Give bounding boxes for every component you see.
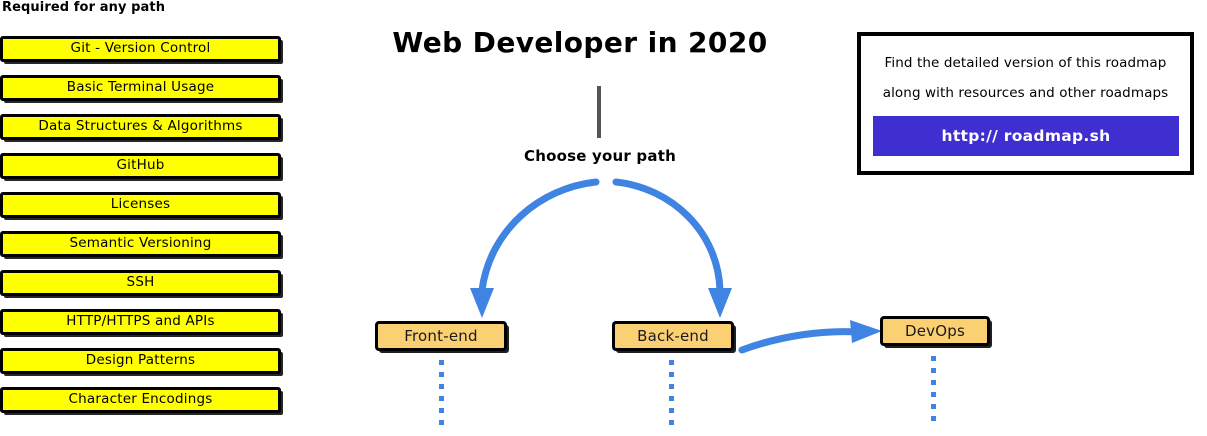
required-topic-label: Basic Terminal Usage	[66, 79, 215, 96]
required-topic-item[interactable]: SSH	[0, 270, 281, 296]
branch-arrows-icon	[470, 178, 732, 318]
required-topic-item[interactable]: Character Encodings	[0, 387, 281, 413]
required-topic-label: HTTP/HTTPS and APIs	[66, 313, 215, 330]
info-panel-line-1: Find the detailed version of this roadma…	[884, 55, 1167, 71]
page-title: Web Developer in 2020	[392, 26, 768, 59]
info-panel: Find the detailed version of this roadma…	[857, 32, 1194, 175]
curved-arrow-right-icon	[738, 320, 882, 354]
required-topics-list: Git - Version Control Basic Terminal Usa…	[0, 36, 292, 426]
required-topic-item[interactable]: Licenses	[0, 192, 281, 218]
path-node-label: Back-end	[637, 327, 709, 345]
roadmap-url-button[interactable]: http:// roadmap.sh	[873, 116, 1179, 156]
info-panel-line-2: along with resources and other roadmaps	[882, 85, 1169, 101]
required-topic-item[interactable]: Design Patterns	[0, 348, 281, 374]
roadmap-url-label: http:// roadmap.sh	[941, 127, 1111, 145]
path-node-devops[interactable]: DevOps	[880, 316, 990, 346]
required-topic-label: Git - Version Control	[70, 40, 211, 57]
path-node-back-end[interactable]: Back-end	[612, 321, 734, 351]
path-node-front-end[interactable]: Front-end	[375, 321, 507, 351]
required-topic-label: Data Structures & Algorithms	[38, 118, 243, 135]
path-node-label: DevOps	[905, 322, 965, 340]
dotted-line-down-icon	[669, 360, 674, 436]
required-topic-label: Licenses	[110, 196, 171, 213]
required-topic-item[interactable]: Semantic Versioning	[0, 231, 281, 257]
required-topics-sidebar: Required for any path Git - Version Cont…	[0, 0, 300, 436]
required-topic-label: GitHub	[116, 157, 165, 174]
dotted-line-down-icon	[931, 356, 936, 436]
roadmap-center-column: Web Developer in 2020 Choose your path	[300, 0, 860, 436]
required-topic-item[interactable]: Basic Terminal Usage	[0, 75, 281, 101]
required-topic-label: Character Encodings	[68, 391, 213, 408]
dotted-line-down-icon	[439, 360, 444, 436]
vertical-line-connector-icon	[597, 86, 601, 138]
required-topic-item[interactable]: GitHub	[0, 153, 281, 179]
path-node-label: Front-end	[404, 327, 478, 345]
required-topic-item[interactable]: Git - Version Control	[0, 36, 281, 62]
required-topic-item[interactable]: HTTP/HTTPS and APIs	[0, 309, 281, 335]
required-topic-label: SSH	[126, 274, 155, 291]
choose-your-path-label: Choose your path	[524, 147, 676, 165]
required-topic-label: Semantic Versioning	[69, 235, 212, 252]
sidebar-title: Required for any path	[2, 0, 166, 15]
required-topic-item[interactable]: Data Structures & Algorithms	[0, 114, 281, 140]
required-topic-label: Design Patterns	[85, 352, 196, 369]
